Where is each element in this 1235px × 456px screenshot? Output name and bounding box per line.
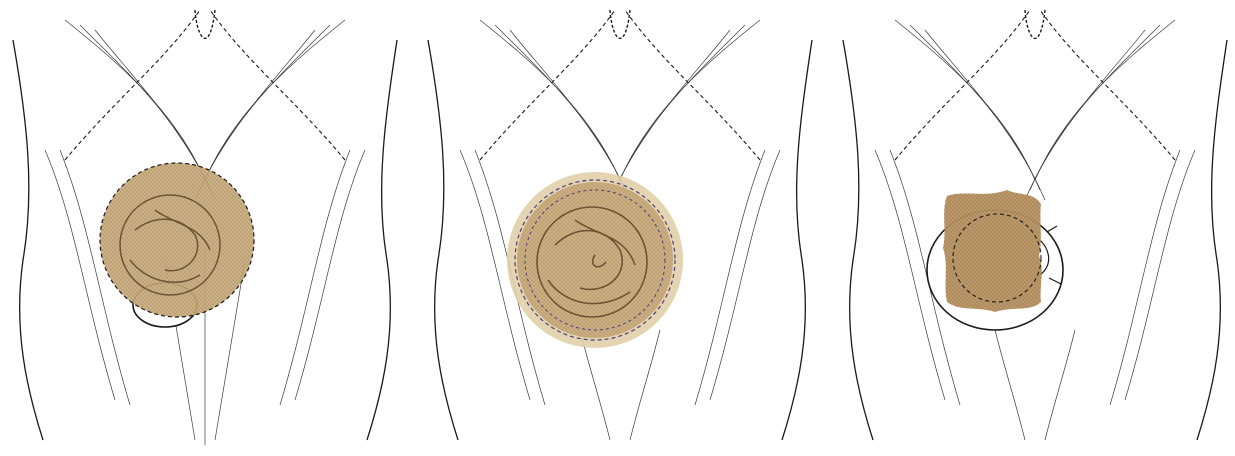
xiphoid bbox=[1025, 10, 1045, 38]
mesh-irregular-patch bbox=[943, 190, 1042, 312]
abdominal-wall-illustration-1 bbox=[5, 0, 405, 456]
costal-margin bbox=[65, 10, 345, 160]
panel-1-onlay-mesh bbox=[5, 0, 405, 456]
abdominal-wall-illustration-2 bbox=[420, 0, 820, 456]
costal-margin bbox=[895, 10, 1175, 160]
abdominal-wall-illustration-3 bbox=[835, 0, 1235, 456]
panel-3-irregular-mesh bbox=[835, 0, 1235, 456]
xiphoid bbox=[610, 10, 630, 38]
mesh-circular bbox=[517, 182, 673, 338]
panel-2-circular-mesh bbox=[420, 0, 820, 456]
costal-margin bbox=[480, 10, 760, 160]
xiphoid bbox=[195, 10, 215, 38]
